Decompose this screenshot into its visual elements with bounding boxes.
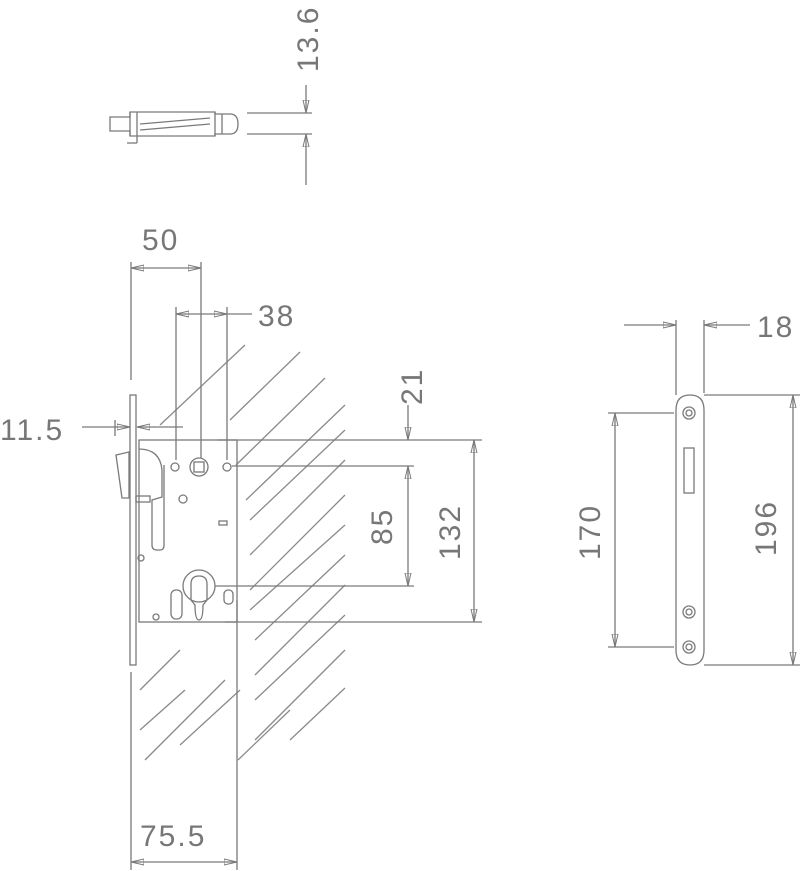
dimension-75-5: 75.5	[130, 600, 238, 870]
dimension-11-5: 11.5	[0, 414, 183, 447]
hatch-line	[249, 494, 346, 591]
hatch-line	[249, 429, 346, 521]
hatch-line	[159, 344, 246, 426]
hatch-line	[139, 649, 181, 691]
dim-label-38: 38	[258, 300, 295, 333]
dim-label-75-5: 75.5	[140, 820, 206, 853]
hatch-line	[289, 687, 346, 741]
hatch-line	[254, 584, 346, 676]
dim-label-85: 85	[366, 508, 399, 545]
hatch-line	[235, 377, 326, 466]
dimension-38: 38	[175, 300, 295, 460]
dimension-vertical-lock: 21 85 132	[215, 368, 482, 623]
hatch-line	[249, 459, 346, 556]
dim-label-13-6: 13.6	[292, 6, 325, 72]
hatch-line	[179, 689, 241, 746]
hatch-line	[249, 524, 346, 611]
dim-label-11-5: 11.5	[0, 414, 64, 447]
hatch-line	[144, 679, 226, 761]
hatch-line	[245, 404, 346, 501]
hatch-line	[254, 614, 346, 701]
hatch-line	[237, 709, 291, 761]
dimension-strike: 18 170 196	[574, 311, 800, 666]
dimension-backset: 50	[130, 224, 202, 458]
dimension-pin-height: 13.6	[247, 6, 325, 185]
strike-plate	[675, 394, 705, 666]
hatch-line	[139, 689, 186, 731]
hatch-line	[229, 351, 301, 421]
dim-label-18: 18	[757, 311, 794, 344]
door-hatching	[139, 344, 346, 761]
dim-label-196: 196	[750, 500, 783, 556]
dim-label-132: 132	[434, 504, 467, 560]
hatch-line	[254, 649, 346, 741]
hatch-line	[254, 554, 346, 641]
dim-label-170: 170	[574, 504, 607, 560]
lock-body	[115, 394, 238, 666]
latch-pin-view	[109, 111, 239, 144]
dim-label-50: 50	[142, 224, 179, 257]
dim-label-21: 21	[396, 368, 429, 405]
